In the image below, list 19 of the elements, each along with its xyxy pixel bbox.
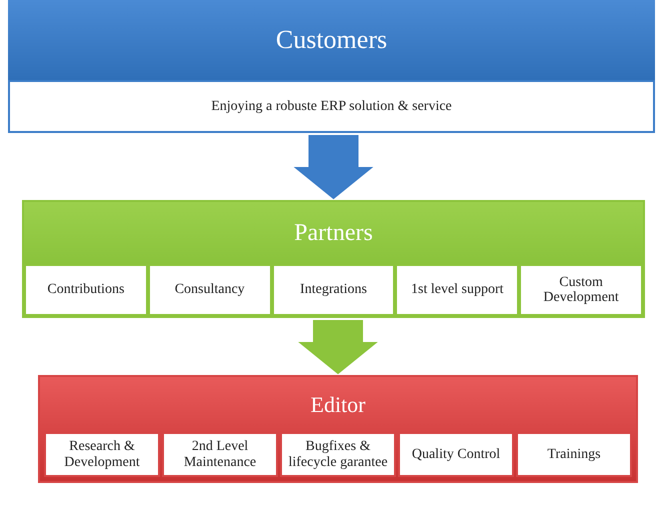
service-cell: Integrations bbox=[272, 264, 396, 316]
service-cell: 2nd Level Maintenance bbox=[162, 432, 278, 477]
service-cell: Quality Control bbox=[398, 432, 514, 477]
tier-title: Customers bbox=[276, 25, 388, 55]
service-cell: Trainings bbox=[516, 432, 632, 477]
block-arrow bbox=[298, 320, 378, 374]
service-cell: Contributions bbox=[24, 264, 148, 316]
tier-band bbox=[22, 200, 645, 318]
service-cell: Consultancy bbox=[148, 264, 272, 316]
tier-description: Enjoying a robuste ERP solution & service bbox=[211, 98, 452, 114]
service-cell: Custom Development bbox=[519, 264, 643, 316]
tier-title: Partners bbox=[294, 220, 373, 246]
service-cell: 1st level support bbox=[395, 264, 520, 316]
tier-band bbox=[8, 0, 655, 133]
block-arrow bbox=[294, 135, 374, 200]
tier-title: Editor bbox=[310, 392, 366, 418]
service-cell: Bugfixes & lifecycle garantee bbox=[280, 432, 396, 477]
tier-band bbox=[38, 375, 638, 483]
service-cell: Research & Development bbox=[44, 432, 160, 477]
